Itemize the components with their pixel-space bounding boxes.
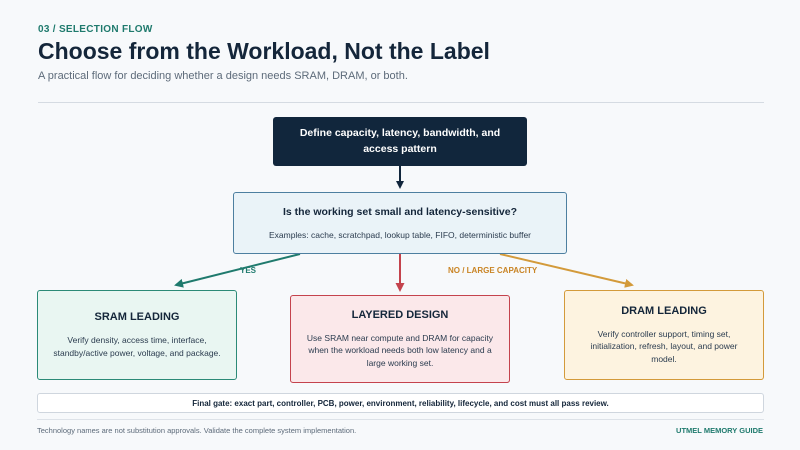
section-eyebrow: 03 / SELECTION FLOW xyxy=(38,24,153,35)
header-divider xyxy=(38,102,764,103)
start-node: Define capacity, latency, bandwidth, and… xyxy=(273,117,527,166)
decision-question: Is the working set small and latency-sen… xyxy=(283,206,517,218)
footer-divider xyxy=(37,419,764,420)
page-title: Choose from the Workload, Not the Label xyxy=(38,38,490,64)
outcome-dram-body: Verify controller support, timing set, i… xyxy=(590,329,738,364)
outcome-sram-body: Verify density, access time, interface, … xyxy=(53,335,221,358)
arrow-no-to-dram xyxy=(499,253,634,288)
page-subtitle: A practical flow for deciding whether a … xyxy=(38,70,408,82)
decision-examples: Examples: cache, scratchpad, lookup tabl… xyxy=(268,230,532,240)
footer-brand: UTMEL MEMORY GUIDE xyxy=(676,426,763,435)
edge-label-yes: YES xyxy=(240,266,257,275)
arrow-yes-to-sram xyxy=(174,253,301,288)
outcome-sram-leading: SRAM LEADING Verify density, access time… xyxy=(37,290,237,380)
final-gate-text: Final gate: exact part, controller, PCB,… xyxy=(192,398,609,408)
decision-node: Is the working set small and latency-sen… xyxy=(233,192,567,254)
outcome-dram-leading: DRAM LEADING Verify controller support, … xyxy=(564,290,764,380)
outcome-layered-body: Use SRAM near compute and DRAM for capac… xyxy=(306,333,494,368)
edge-label-no: NO / LARGE CAPACITY xyxy=(448,266,538,275)
outcome-layered-design: LAYERED DESIGN Use SRAM near compute and… xyxy=(290,295,510,383)
outcome-sram-title: SRAM LEADING xyxy=(94,311,180,324)
final-gate-banner: Final gate: exact part, controller, PCB,… xyxy=(37,393,764,413)
outcome-layered-title: LAYERED DESIGN xyxy=(351,309,449,322)
start-node-label: Define capacity, latency, bandwidth, and… xyxy=(299,127,501,155)
footer-note: Technology names are not substitution ap… xyxy=(37,426,357,435)
outcome-dram-title: DRAM LEADING xyxy=(621,305,707,318)
